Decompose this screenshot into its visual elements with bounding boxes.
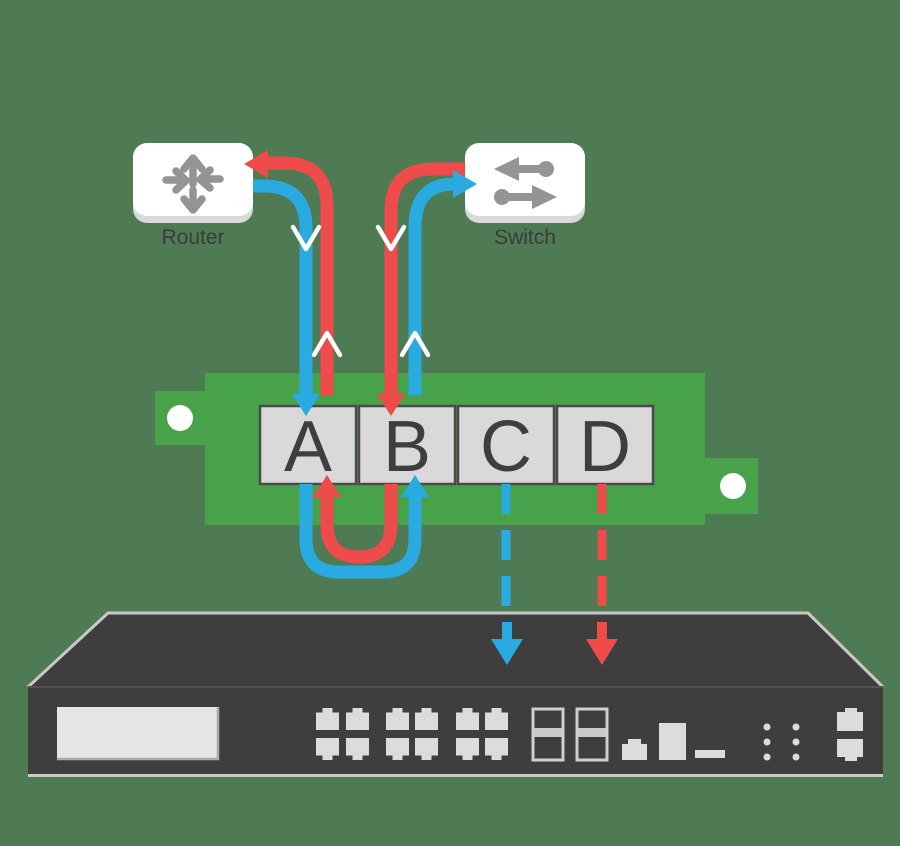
red-flow-loop-b-to-a <box>320 484 398 564</box>
sfp-cage-icon <box>531 707 565 762</box>
router-node: Router <box>133 143 253 249</box>
port-a-label: A <box>284 407 332 487</box>
switch-arrows-icon <box>494 157 557 209</box>
flow-marker-blue-up <box>399 330 431 358</box>
lcd-panel <box>57 707 218 759</box>
flow-marker-red-down <box>375 224 407 252</box>
mounting-hole-right <box>720 473 746 499</box>
tap-board <box>155 373 758 525</box>
sfp-cage-band <box>534 728 562 737</box>
sfp-cage-band <box>578 728 606 737</box>
blue-flow-b-to-switch <box>408 177 456 395</box>
tap-ports: A B C D <box>258 404 655 487</box>
monitor-links <box>491 484 618 665</box>
monitor-arrow-blue <box>491 622 523 665</box>
uplink-port-icon <box>837 712 863 731</box>
arrowhead-blue-into-a-top <box>292 394 320 416</box>
uplink-port-icon <box>837 739 863 757</box>
port-a <box>258 404 358 486</box>
port-c <box>456 404 556 486</box>
mgmt-port-icon <box>622 744 647 760</box>
monitor-arrow-red <box>586 622 618 665</box>
appliance-top-face <box>28 613 883 687</box>
arrowhead-blue-into-b-bottom <box>401 475 429 497</box>
switch-node: Switch <box>465 143 585 249</box>
port-d <box>555 404 655 486</box>
rack-appliance-icon <box>26 611 885 777</box>
traffic-flows <box>244 150 477 579</box>
router-label: Router <box>161 226 224 249</box>
lcd-panel-shadow <box>57 707 220 761</box>
blue-flow-router-to-a <box>253 179 313 395</box>
port-c-label: C <box>480 407 532 487</box>
flow-marker-red-up <box>311 330 343 358</box>
mounting-hole-left <box>167 405 193 431</box>
uplink-port-tab <box>845 708 857 713</box>
led-grid <box>763 723 800 761</box>
mgmt-port-tab <box>628 739 641 745</box>
red-flow-a-to-router <box>268 156 334 395</box>
appliance-top-edge <box>26 611 885 689</box>
arrowhead-red-into-router <box>244 150 268 178</box>
uplink-port-tab <box>845 756 857 761</box>
arrowhead-red-into-a-bottom <box>313 475 341 497</box>
router-arrows-icon <box>162 154 224 214</box>
flow-marker-blue-down <box>290 224 322 252</box>
switch-box <box>465 143 585 216</box>
arrowhead-blue-into-switch <box>453 170 477 198</box>
blue-flow-loop-a-to-b <box>299 484 422 579</box>
usb-port-icon <box>659 723 686 760</box>
sfp-cage-icon <box>575 707 609 762</box>
red-flow-switch-to-b <box>384 162 465 395</box>
reset-slot-icon <box>695 750 725 758</box>
port-b-label: B <box>383 407 431 487</box>
port-b <box>357 404 457 486</box>
arrowhead-red-into-b-top <box>377 394 405 416</box>
switch-label: Switch <box>494 226 556 249</box>
port-d-label: D <box>579 407 631 487</box>
